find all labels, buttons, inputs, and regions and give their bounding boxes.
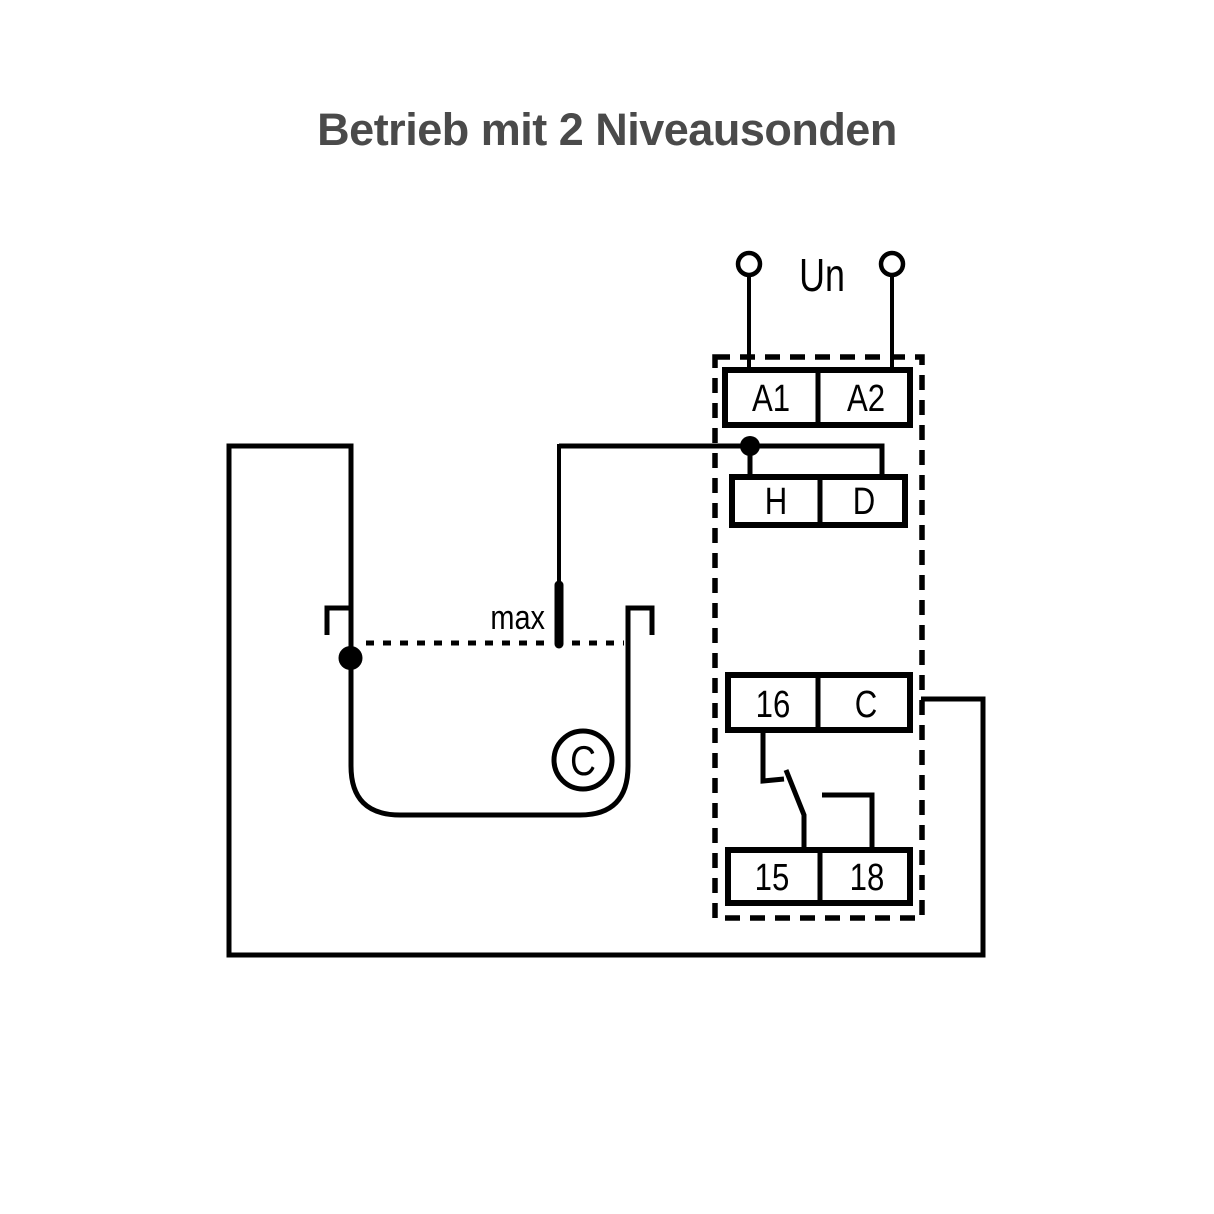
max-level-label: max <box>490 598 545 637</box>
changeover-contact-arm <box>760 730 785 784</box>
changeover-contact-blade <box>783 769 807 850</box>
supply-terminal-right <box>878 250 906 278</box>
page-title: Betrieb mit 2 Niveausonden <box>317 104 897 155</box>
relay-enclosure-dashed-border <box>712 354 925 921</box>
tank-common-electrode-label: C <box>570 738 596 784</box>
tank-common-electrode-circle <box>551 728 615 792</box>
contact-18-fixed <box>822 792 875 850</box>
terminal-d-label: D <box>853 481 876 523</box>
terminal-a2-label: A2 <box>847 378 885 420</box>
tank-left-rim-hook <box>324 605 351 635</box>
junction-dot-h-d <box>740 436 760 456</box>
terminal-a1-label: A1 <box>752 378 790 420</box>
terminal-16-label: 16 <box>756 684 791 726</box>
supply-voltage-label: Un <box>799 250 845 301</box>
terminal-h-label: H <box>765 481 788 523</box>
terminal-18-label: 18 <box>850 857 885 899</box>
terminal-c-label: C <box>855 684 878 726</box>
supply-terminal-left <box>735 250 763 278</box>
probe-wire-to-h-d <box>559 443 885 479</box>
tank-junction-dot <box>338 646 363 670</box>
terminal-15-label: 15 <box>755 857 790 899</box>
